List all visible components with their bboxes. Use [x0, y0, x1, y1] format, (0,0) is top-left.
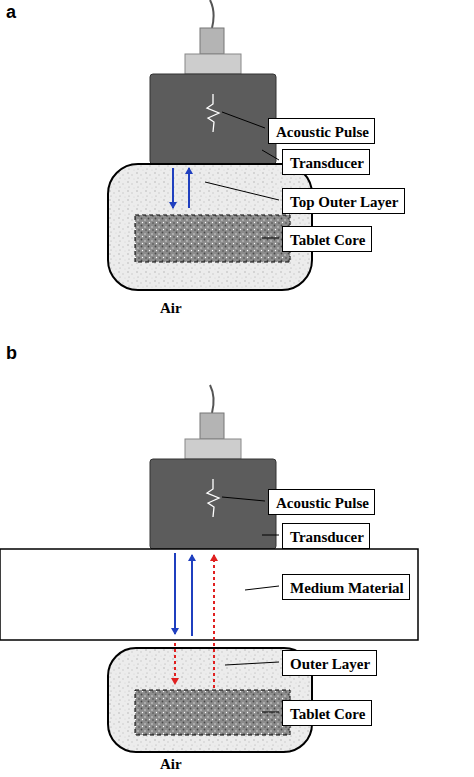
leader-line [222, 497, 265, 501]
transducer-body [150, 459, 276, 549]
leader-line [262, 712, 279, 713]
transmitted-arrow [174, 643, 176, 684]
transducer-body [150, 74, 276, 164]
callout-box: Top Outer Layer [282, 188, 405, 214]
transducer-cap [185, 54, 241, 74]
connector [200, 413, 224, 439]
panel-letter: b [6, 343, 17, 364]
air-label: Air [160, 300, 182, 317]
callout-text: Acoustic Pulse [276, 494, 367, 512]
leader-line [205, 182, 279, 200]
reflected-arrow [188, 168, 190, 208]
callout-text: Outer Layer [290, 655, 369, 673]
callout-text: Tablet Core [290, 705, 364, 723]
callout-text: Transducer [290, 528, 362, 546]
reflected-arrow [191, 555, 193, 636]
cable [210, 0, 214, 28]
leader-line [222, 112, 265, 128]
pulse-symbol [207, 94, 219, 132]
callout-box: Medium Material [282, 574, 410, 600]
leader-line [225, 662, 279, 665]
panel-b [0, 385, 418, 752]
callout-box: Tablet Core [282, 226, 372, 252]
leader-line [262, 238, 279, 239]
callout-text: Transducer [290, 154, 362, 172]
pulse-symbol [207, 479, 219, 517]
callout-text: Medium Material [290, 579, 402, 597]
callout-box: Outer Layer [282, 650, 377, 676]
callout-box: Tablet Core [282, 700, 372, 726]
transducer-cap [185, 439, 241, 459]
tablet-core [135, 215, 290, 262]
callout-text: Tablet Core [290, 231, 364, 249]
callout-text: Top Outer Layer [290, 193, 397, 211]
callout-box: Acoustic Pulse [268, 118, 375, 144]
callout-box: Transducer [282, 149, 370, 175]
callout-text: Acoustic Pulse [276, 123, 367, 141]
leader-line [245, 586, 279, 590]
callout-box: Transducer [282, 523, 370, 549]
air-label: Air [160, 756, 182, 773]
leader-line [262, 150, 279, 160]
callout-box: Acoustic Pulse [268, 489, 375, 515]
cable [210, 385, 214, 413]
medium-slab [0, 549, 418, 640]
panel-letter: a [6, 2, 16, 23]
incident-arrow [174, 553, 176, 634]
core-echo-arrow [213, 555, 215, 688]
leader-line [262, 535, 279, 536]
tablet-core [135, 690, 290, 735]
incident-arrow [172, 168, 174, 208]
connector [200, 28, 224, 54]
